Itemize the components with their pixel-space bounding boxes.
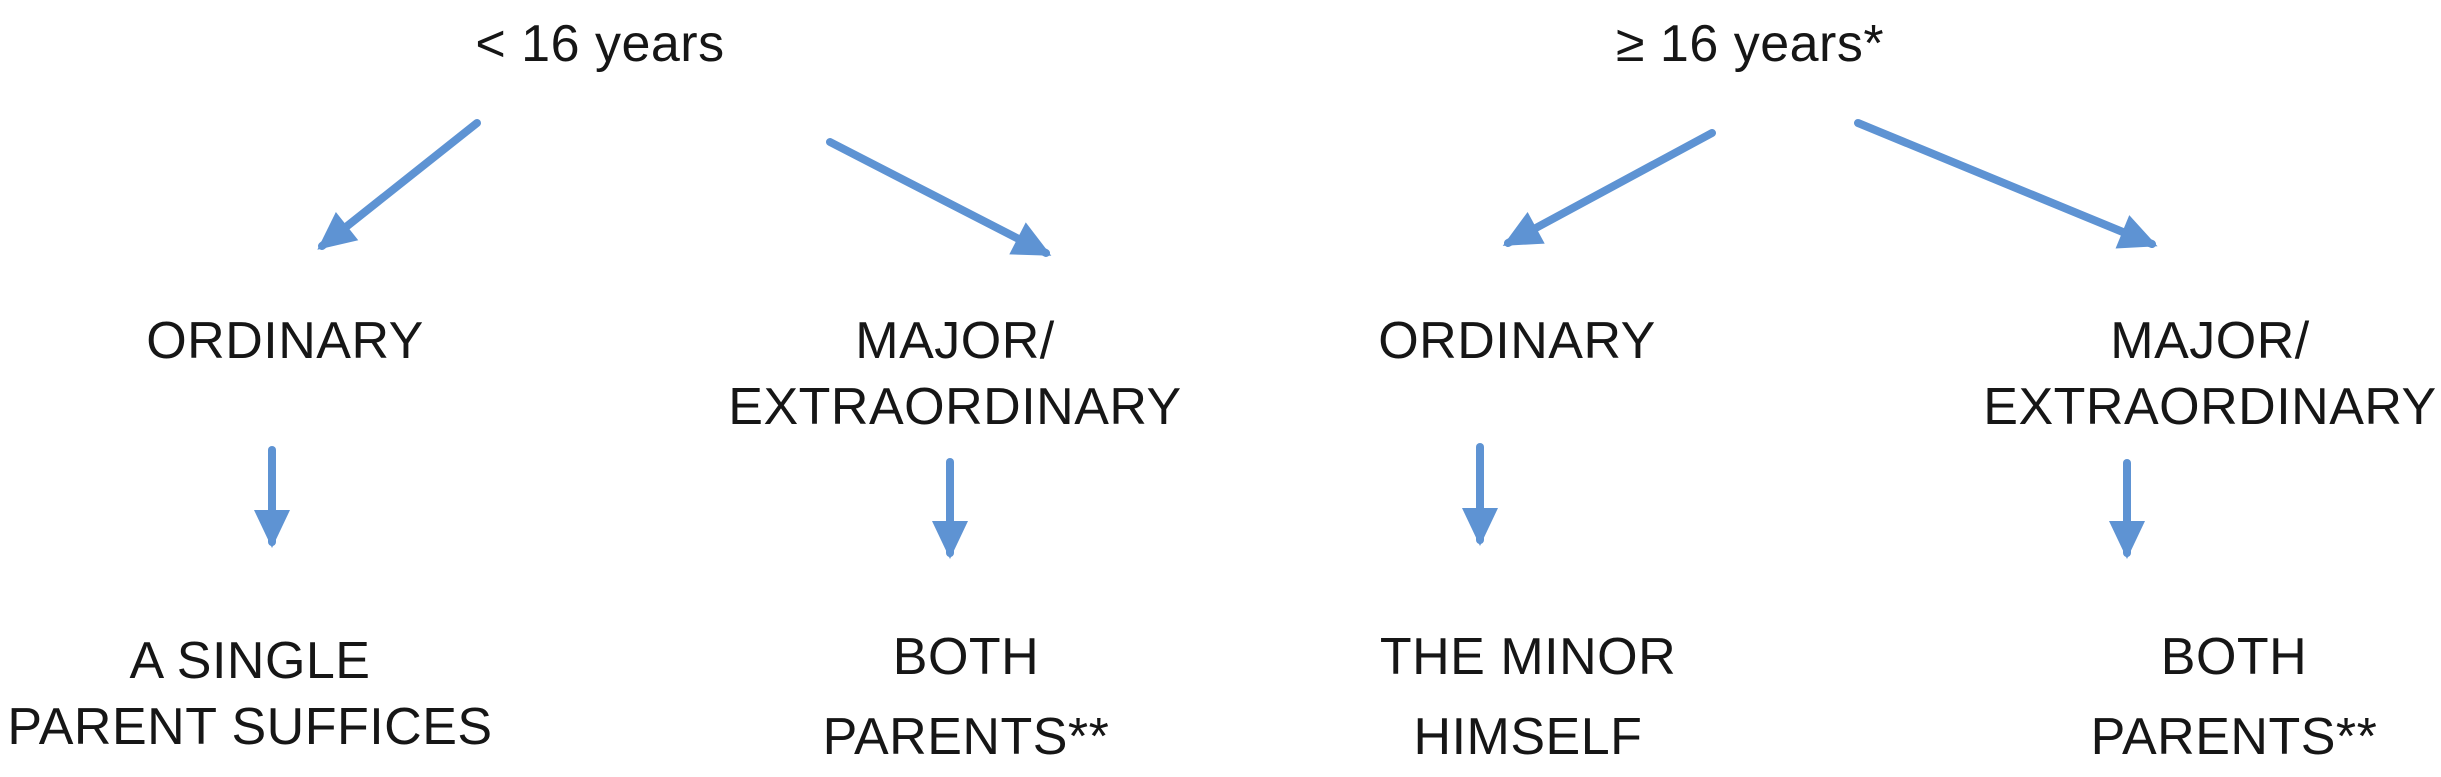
arrow-16plus-to-major-extraordinary — [1854, 119, 2158, 249]
root-16-years-and-over: ≥ 16 years* — [1615, 15, 1885, 73]
node-16plus-ordinary: ORDINARY — [1378, 312, 1656, 370]
arrow-16plus-to-ordinary — [1502, 129, 1716, 247]
node-under16-ordinary: ORDINARY — [146, 312, 424, 370]
arrow-under16-to-ordinary — [317, 119, 481, 250]
outcome-single-parent-suffices: A SINGLE PARENT SUFFICES — [7, 632, 493, 756]
root-under-16-years: < 16 years — [475, 15, 725, 73]
node-16plus-major-extraordinary: MAJOR/ EXTRAORDINARY — [1983, 312, 2437, 436]
arrow-under16-to-major-extraordinary — [826, 138, 1052, 257]
outcome-the-minor-himself: THE MINOR HIMSELF — [1379, 628, 1677, 766]
outcome-both-parents-left: BOTH PARENTS** — [822, 628, 1110, 766]
node-under16-major-extraordinary: MAJOR/ EXTRAORDINARY — [728, 312, 1182, 436]
outcome-both-parents-right: BOTH PARENTS** — [2090, 628, 2378, 766]
